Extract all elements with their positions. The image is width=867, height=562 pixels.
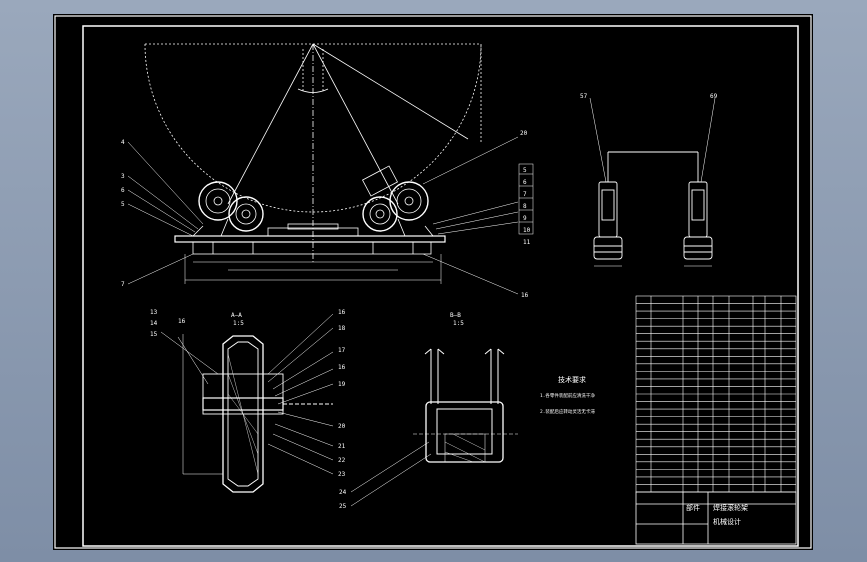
label-14: 14 — [150, 320, 158, 327]
side-view — [589, 97, 716, 267]
label-7: 7 — [121, 281, 125, 288]
label-s16b: 16 — [338, 364, 346, 371]
section-a-label: A—A — [231, 312, 242, 319]
title-block-part: 部件 — [686, 503, 700, 512]
label-r10: 10 — [523, 227, 531, 234]
label-r7: 7 — [523, 191, 527, 198]
label-r5: 5 — [523, 167, 527, 174]
section-b-scale: 1:5 — [453, 320, 464, 327]
label-r8: 8 — [523, 203, 527, 210]
cad-drawing: 4 3 6 5 7 20 5 6 7 8 9 10 11 16 57 69 A—… — [54, 15, 812, 549]
label-s22: 22 — [338, 457, 346, 464]
label-s16a: 16 — [338, 309, 346, 316]
label-69: 69 — [710, 93, 718, 100]
section-a-scale: 1:5 — [233, 320, 244, 327]
label-r9: 9 — [523, 215, 527, 222]
label-20: 20 — [520, 130, 528, 137]
label-24: 24 — [339, 489, 347, 496]
tech-req-title: 技术要求 — [558, 375, 586, 384]
workpiece-arc — [144, 43, 482, 213]
label-3: 3 — [121, 173, 125, 180]
section-b-view — [350, 348, 518, 507]
tech-req-2: 2.装配后应转动灵活无卡滞 — [540, 408, 595, 415]
label-25: 25 — [339, 503, 347, 510]
label-16: 16 — [521, 292, 529, 299]
label-s17: 17 — [338, 347, 346, 354]
label-s23: 23 — [338, 471, 346, 478]
section-b-label: B—B — [450, 312, 461, 319]
drawing-sheet: 4 3 6 5 7 20 5 6 7 8 9 10 11 16 57 69 A—… — [53, 14, 813, 550]
title-block-name: 焊接滚轮架 — [713, 503, 748, 512]
label-r6: 6 — [523, 179, 527, 186]
label-s21: 21 — [338, 443, 346, 450]
label-s18: 18 — [338, 325, 346, 332]
inner-frame — [82, 25, 799, 547]
tech-req-1: 1.各零件装配前应清洗干净 — [540, 392, 595, 399]
front-view — [127, 43, 534, 295]
label-57: 57 — [580, 93, 588, 100]
title-block-unit: 机械设计 — [713, 517, 741, 526]
outer-frame — [54, 15, 812, 549]
label-r11: 11 — [523, 239, 531, 246]
label-4: 4 — [121, 139, 125, 146]
label-a16: 16 — [178, 318, 186, 325]
label-6: 6 — [121, 187, 125, 194]
title-block — [635, 491, 797, 545]
label-s20: 20 — [338, 423, 346, 430]
label-15: 15 — [150, 331, 158, 338]
label-s19: 19 — [338, 381, 346, 388]
label-5: 5 — [121, 201, 125, 208]
section-a-view — [160, 313, 334, 493]
label-13: 13 — [150, 309, 158, 316]
parts-list-table — [635, 295, 797, 493]
